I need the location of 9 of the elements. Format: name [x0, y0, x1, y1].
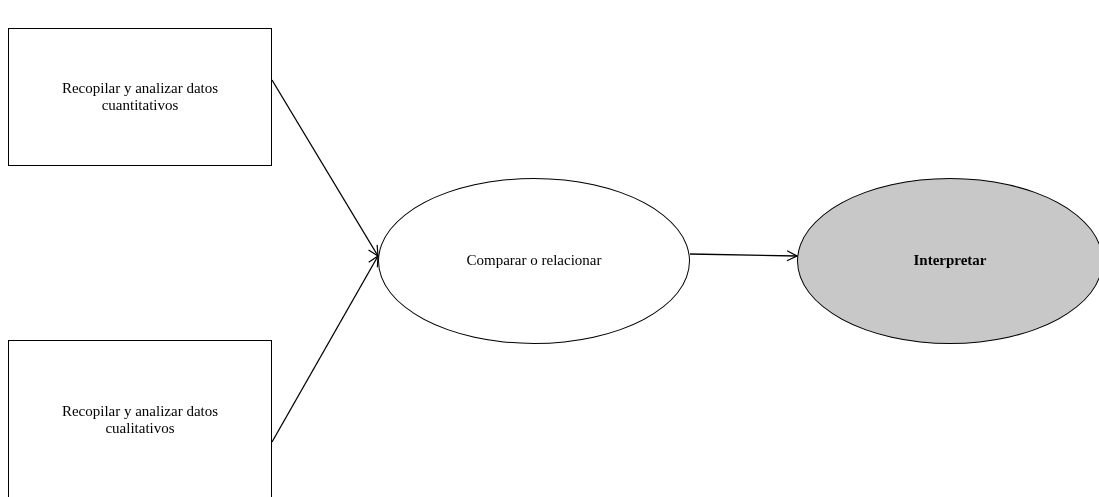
process-box: [8, 340, 272, 497]
node-label: Recopilar y analizar datos cualitativos: [60, 402, 220, 438]
node-label: Interpretar: [913, 252, 987, 270]
process-box: [8, 28, 272, 166]
arrow: [689, 250, 798, 262]
arrow: [271, 79, 379, 257]
node-label: Recopilar y analizar datos cuantitativos: [60, 79, 220, 115]
node-label: Comparar o relacionar: [466, 252, 602, 270]
arrow: [271, 255, 379, 443]
